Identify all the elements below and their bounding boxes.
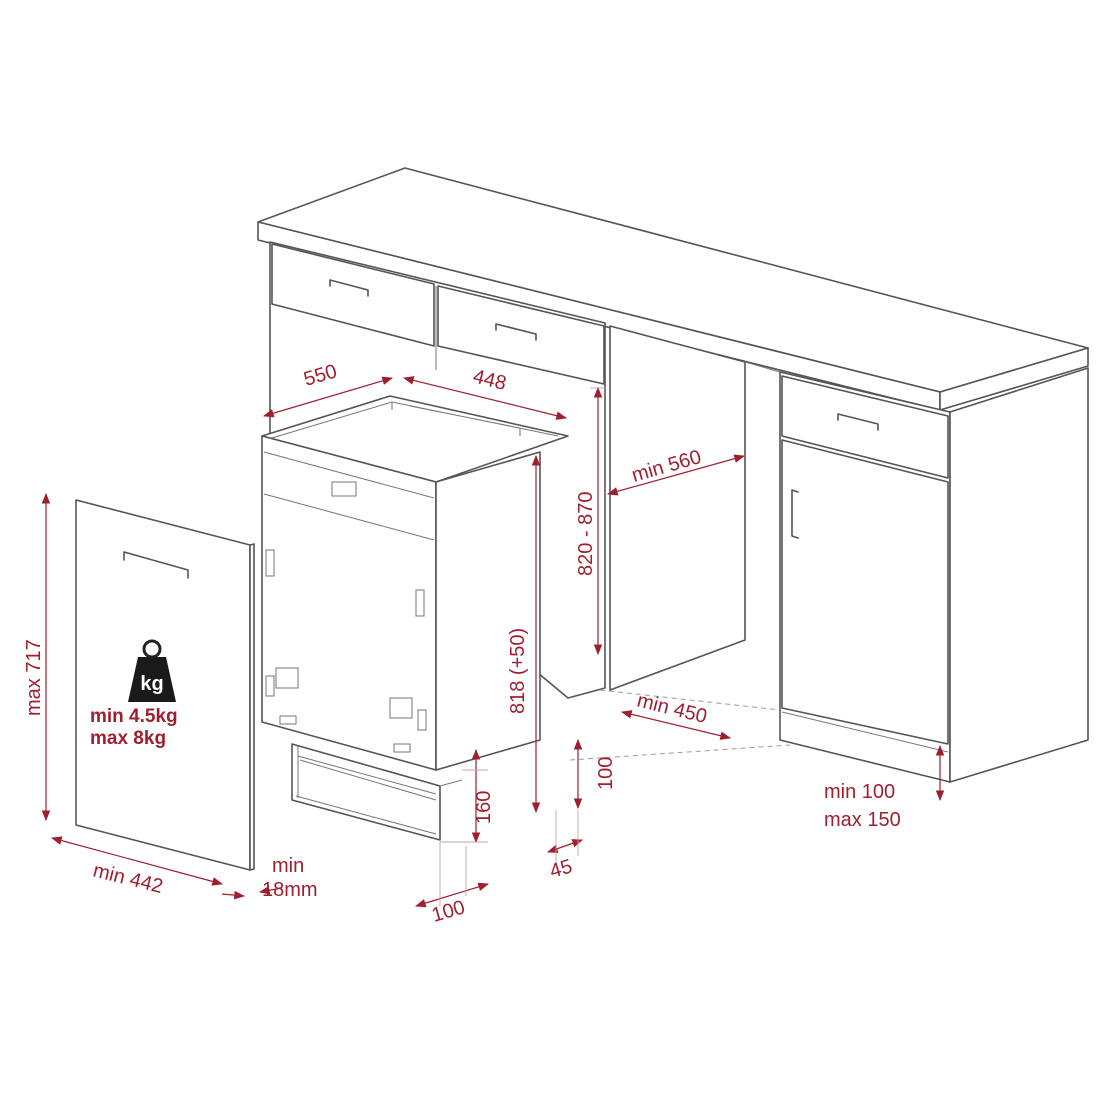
base-frame-side <box>439 779 463 787</box>
dim-line-depth <box>262 376 394 418</box>
hinge-plate-right <box>389 697 413 719</box>
hinge-slot-left <box>279 715 297 725</box>
right-drawer-handle <box>837 413 879 431</box>
label-panel-height: max 717 <box>23 639 45 716</box>
left-drawer-1 <box>271 243 435 347</box>
right-door-handle <box>791 489 799 539</box>
base-frame-detail <box>295 746 437 835</box>
label-niche-height: 820 - 870 <box>575 491 597 576</box>
weight-kg-icon: kg <box>128 639 176 702</box>
dimension-lines <box>41 376 945 908</box>
label-plinth-clearance-min: min 100 <box>824 781 895 803</box>
dishwasher-base-frame <box>291 743 441 841</box>
control-clip <box>331 481 357 497</box>
niche-back-line <box>744 361 781 373</box>
hinge-plate-left <box>275 667 299 689</box>
fixing-bracket-right-bottom <box>417 709 427 731</box>
drawer-handle-2 <box>495 323 537 341</box>
front-panel-top-strip <box>263 451 435 499</box>
label-bottom-depth: 100 <box>429 896 467 926</box>
dim-line-niche-width <box>620 710 732 740</box>
door-panel-handle <box>123 551 189 579</box>
fixing-bracket-left-bottom <box>265 675 275 697</box>
right-cabinet-side <box>949 367 1089 783</box>
right-drawer <box>781 375 949 479</box>
middle-cabinet-door <box>609 325 746 691</box>
label-plinth-clearance-max: max 150 <box>824 809 901 831</box>
dishwasher-side <box>435 451 541 771</box>
label-appliance-height: 818 (+50) <box>507 628 529 714</box>
weight-icon-label: kg <box>140 673 163 695</box>
right-cabinet-plinth <box>781 711 949 753</box>
label-plinth-height: 160 <box>473 791 495 824</box>
dim-line-panel-thickness-b <box>258 886 283 895</box>
dim-line-plinth-depth <box>546 839 584 853</box>
dim-line-niche-depth <box>606 454 746 496</box>
fixing-bracket-left-top <box>265 549 275 577</box>
floor-line <box>569 744 791 761</box>
panel-weight-max: max 8kg <box>90 728 166 749</box>
front-panel-strip-2 <box>263 493 435 541</box>
worktop-side-edge <box>939 347 1089 411</box>
drawer-handle-1 <box>329 279 369 297</box>
door-panel-edge <box>249 543 255 871</box>
dim-line-panel-width <box>50 836 224 886</box>
dishwasher-appliance <box>261 395 569 841</box>
label-plinth-depth: 45 <box>547 856 574 883</box>
hinge-slot-right <box>393 743 411 753</box>
left-drawer-2 <box>437 285 605 385</box>
label-plinth-gap: 100 <box>595 757 617 790</box>
label-panel-thickness-1: min <box>272 855 304 877</box>
dim-line-panel-thickness-a <box>221 890 246 900</box>
floor-line-2 <box>599 689 781 711</box>
label-panel-thickness-2: 18mm <box>262 879 318 901</box>
right-cabinet-door <box>781 439 949 745</box>
label-niche-width: min 450 <box>635 690 709 729</box>
fixing-bracket-right-top <box>415 589 425 617</box>
dim-line-bottom-depth <box>414 882 490 908</box>
dishwasher-front <box>261 435 437 771</box>
dim-line-width <box>402 376 568 420</box>
panel-weight-min: min 4.5kg <box>90 706 178 727</box>
